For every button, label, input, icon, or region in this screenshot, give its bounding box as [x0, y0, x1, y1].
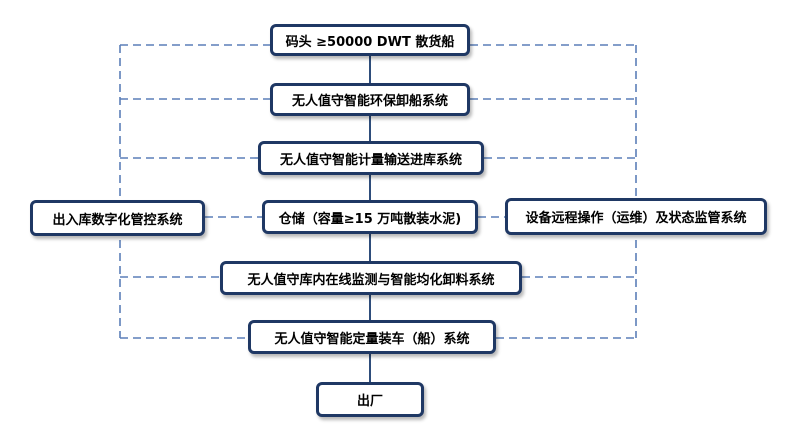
flow-step-unloading-system: 无人值守智能环保卸船系统 — [270, 83, 470, 116]
left-dashed-connectors — [119, 44, 270, 339]
flow-step-exit: 出厂 — [316, 382, 424, 417]
side-system-digital-control: 出入库数字化管控系统 — [30, 200, 205, 236]
flow-step-storage: 仓储（容量≥15 万吨散装水泥) — [262, 200, 478, 234]
flow-step-loading-system: 无人值守智能定量装车（船）系统 — [248, 320, 496, 354]
flow-step-monitoring-homogenizing-system: 无人值守库内在线监测与智能均化卸料系统 — [220, 261, 522, 295]
side-system-remote-operation: 设备远程操作（运维）及状态监管系统 — [505, 198, 767, 235]
right-dashed-connectors — [470, 44, 637, 339]
flow-step-metering-conveying-system: 无人值守智能计量输送进库系统 — [258, 141, 484, 175]
flow-step-dock: 码头 ≥50000 DWT 散货船 — [270, 24, 470, 56]
